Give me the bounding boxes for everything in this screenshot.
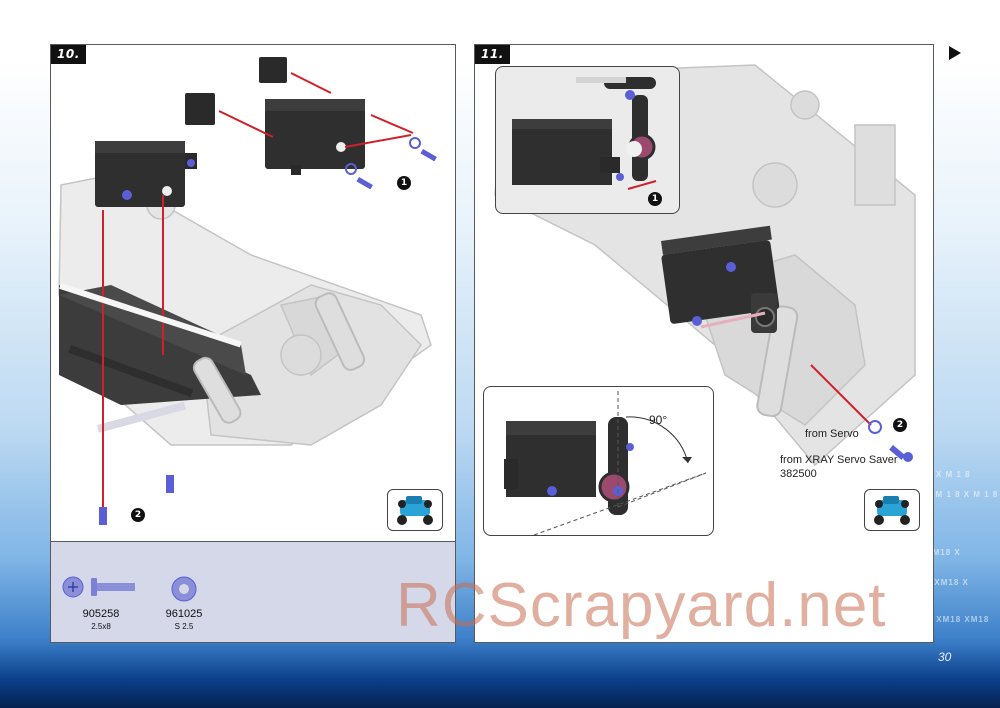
car-icon — [874, 496, 910, 525]
next-page-icon[interactable] — [949, 46, 961, 60]
part-size: S 2.5 — [174, 622, 194, 631]
background-text: X M 1 8 — [936, 470, 971, 479]
callout-1: 1 — [397, 176, 411, 190]
car-icon — [397, 496, 433, 525]
step-10-panel: 10. — [50, 44, 456, 643]
car-thumbnail — [864, 489, 920, 531]
part-size: 2.5x8 — [91, 622, 111, 631]
part-961025: 961025 S 2.5 — [154, 608, 214, 631]
page-number: 30 — [938, 650, 952, 664]
detail-inset-1 — [495, 66, 680, 214]
from-servo-label: from Servo — [805, 428, 859, 440]
servo-installed — [660, 225, 780, 333]
screw-icon — [99, 137, 437, 525]
detail-inset-2 — [483, 386, 714, 536]
callout-1: 1 — [648, 192, 662, 206]
callout-2: 2 — [131, 508, 145, 522]
background-text: X M 1 8 X M 1 8 — [926, 490, 999, 499]
background-text: XM18 XM18 XM18 XM18 — [880, 615, 990, 624]
angle-label: 90° — [649, 413, 668, 427]
step-number-badge: 10. — [51, 45, 86, 64]
screw-icon — [62, 576, 135, 598]
part-905258: 905258 2.5x8 — [71, 608, 131, 631]
servo-saver-part-number: 382500 — [780, 468, 817, 480]
watermark: RCScrapyard.net — [396, 571, 887, 640]
servo-right — [265, 99, 365, 175]
step-10-illustration — [58, 57, 437, 525]
car-thumbnail — [387, 489, 443, 531]
step-11-panel: 11. — [474, 44, 934, 643]
servo-saver-detail — [512, 77, 657, 190]
from-servo-saver-label: from XRAY Servo Saver — [780, 454, 898, 466]
step-number-badge: 11. — [475, 45, 510, 64]
part-number: 961025 — [165, 608, 203, 620]
part-number: 905258 — [82, 608, 120, 620]
servo-left — [95, 141, 197, 207]
parts-list: 905258 2.5x8 961025 S 2.5 — [51, 541, 455, 642]
callout-2: 2 — [893, 418, 907, 432]
washer-icon — [171, 576, 197, 602]
servo-angle-detail — [504, 391, 707, 535]
